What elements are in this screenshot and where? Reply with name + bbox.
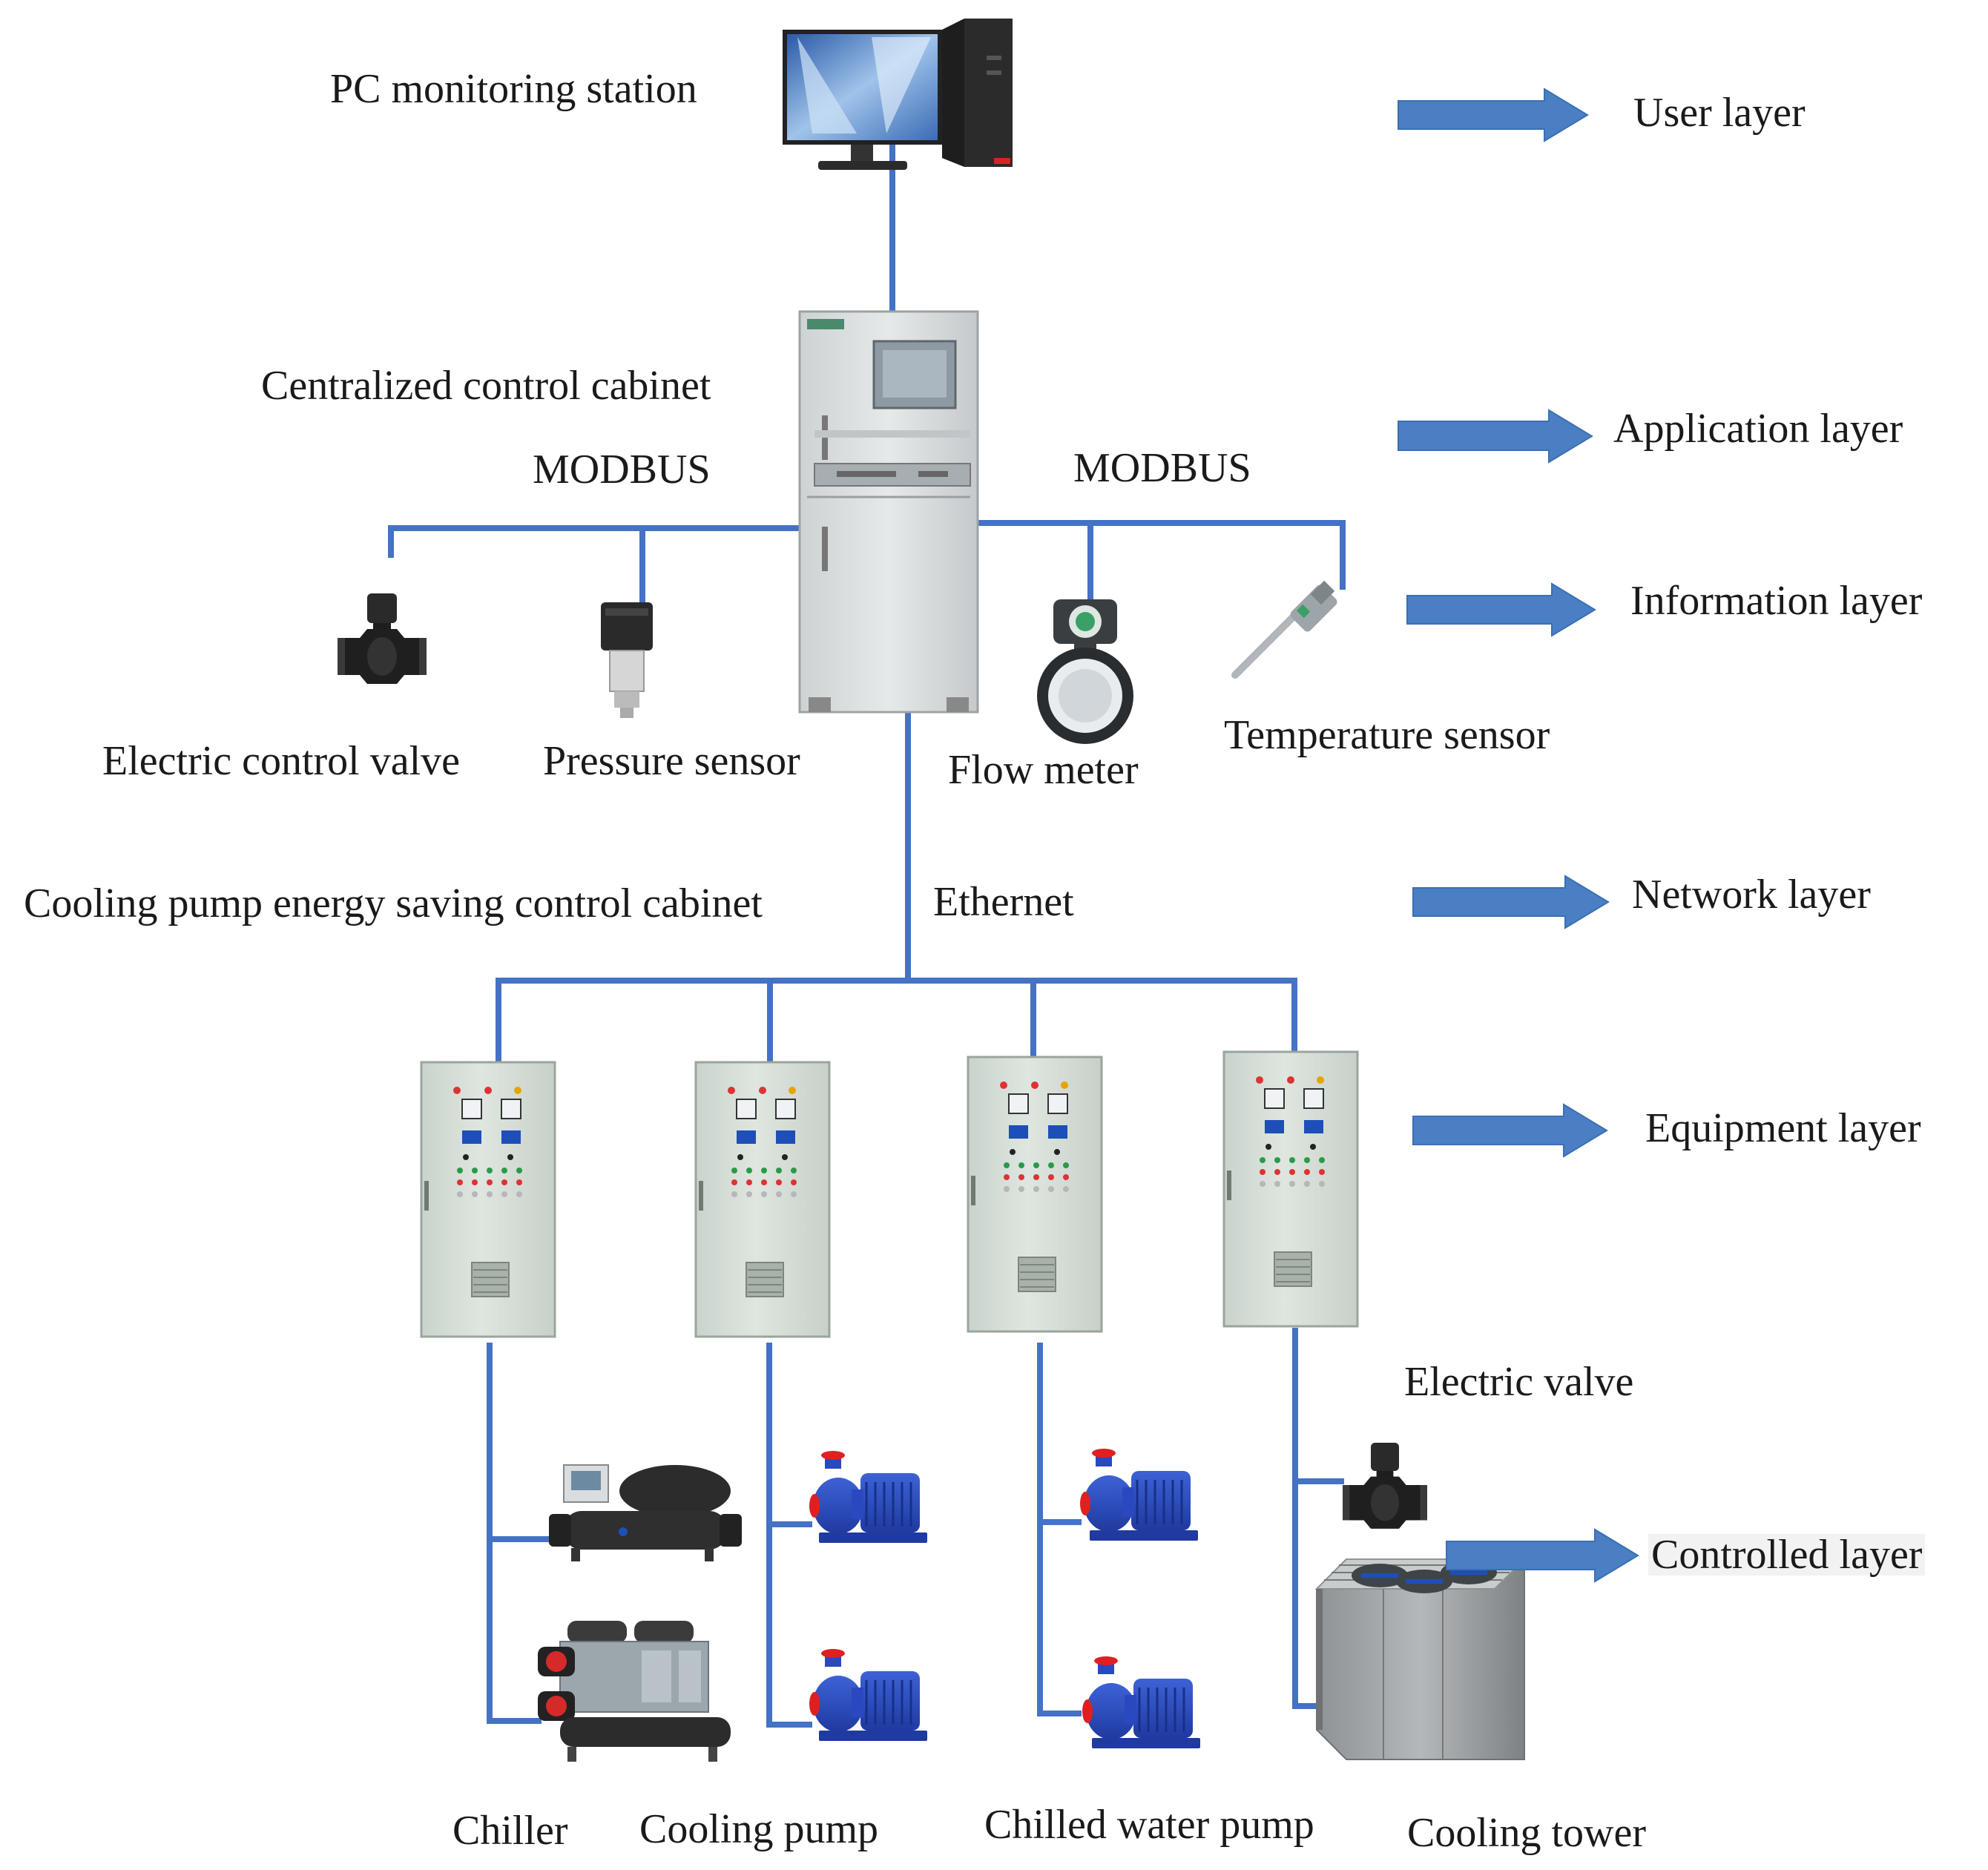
modbus-right-label: MODBUS <box>1073 445 1251 491</box>
control-cabinet-icon <box>798 310 979 714</box>
electric-valve-label: Electric valve <box>1404 1359 1634 1405</box>
pc-tower-icon <box>942 19 1013 167</box>
chiller-label: Chiller <box>452 1808 568 1854</box>
cooling-pump-cabinet-label: Cooling pump energy saving control cabin… <box>24 880 763 926</box>
electric-control-valve-label: Electric control valve <box>102 738 460 784</box>
pump-icon <box>1081 1655 1202 1750</box>
modbus-left-label: MODBUS <box>533 447 711 493</box>
flow-meter-label: Flow meter <box>948 747 1139 793</box>
electric-valve-icon <box>338 593 427 684</box>
controlled-layer-label: Controlled layer <box>1648 1534 1926 1576</box>
cooling-tower-label: Cooling tower <box>1407 1810 1646 1856</box>
pressure-sensor-icon <box>601 602 653 718</box>
electric-valve-icon <box>1343 1443 1427 1529</box>
pc-monitor-icon <box>783 30 942 170</box>
equipment-layer-label: Equipment layer <box>1645 1105 1921 1151</box>
cooling-pump-branch <box>766 1343 812 1728</box>
temperature-sensor-icon <box>1231 580 1337 679</box>
flow-meter-icon <box>1037 599 1133 744</box>
information-layer-label: Information layer <box>1630 578 1923 624</box>
chilled-water-pump-label: Chilled water pump <box>984 1802 1314 1848</box>
control-panel-icon <box>420 1061 556 1338</box>
network-layer-label: Network layer <box>1632 872 1871 918</box>
connection-lines <box>388 110 1346 1728</box>
cooling-pump-label: Cooling pump <box>639 1806 879 1852</box>
chiller-icon <box>549 1464 742 1561</box>
pump-icon <box>808 1449 929 1544</box>
temperature-sensor-label: Temperature sensor <box>1224 712 1550 758</box>
modbus-right-bus <box>978 520 1346 553</box>
chiller-icon <box>538 1621 731 1762</box>
pump-icon <box>808 1647 929 1742</box>
pump-icon <box>1079 1447 1199 1542</box>
centralized-control-cabinet-label: Centralized control cabinet <box>261 363 711 409</box>
control-panel-icon <box>694 1061 831 1338</box>
pressure-sensor-label: Pressure sensor <box>543 738 800 784</box>
modbus-left-bus <box>388 525 803 558</box>
chiller-branch <box>487 1343 542 1724</box>
control-panel-icon <box>1222 1050 1359 1328</box>
application-layer-label: Application layer <box>1613 406 1903 452</box>
ethernet-bus <box>496 978 1297 1064</box>
user-layer-label: User layer <box>1633 90 1806 136</box>
cooling-tower-icon <box>1314 1558 1527 1760</box>
chilled-pump-branch <box>1037 1343 1082 1716</box>
ethernet-label: Ethernet <box>933 879 1074 925</box>
control-panel-icon <box>967 1056 1103 1333</box>
arrow-right-icon <box>1398 88 1639 1583</box>
pc-monitoring-station-label: PC monitoring station <box>330 66 697 112</box>
